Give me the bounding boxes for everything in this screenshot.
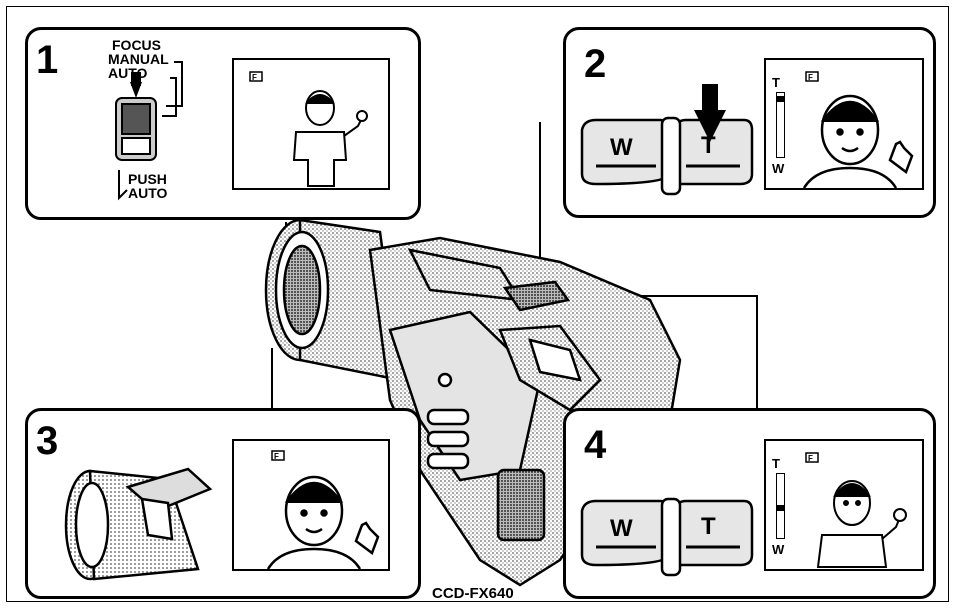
person-figure-icon: F [234, 441, 388, 569]
viewfinder-screen: T W F [764, 439, 924, 571]
svg-text:F: F [808, 454, 813, 463]
step-number: 2 [584, 44, 606, 84]
step-panel-4: 4 W T T W F [563, 408, 936, 599]
step-panel-3: 3 F [25, 408, 421, 599]
wide-key-label: W [610, 136, 633, 160]
svg-text:F: F [274, 452, 279, 461]
step-number: 4 [584, 425, 606, 465]
step-panel-2: 2 W T T W F [563, 27, 936, 218]
tele-key-label: T [701, 134, 716, 158]
model-label: CCD-FX640 [432, 585, 514, 602]
svg-text:F: F [808, 73, 813, 82]
focus-mode-icon: F [250, 72, 262, 82]
focus-switch-icon [100, 54, 190, 174]
focus-mode-icon: F [806, 72, 818, 82]
zoom-lever-icon [576, 80, 756, 200]
focus-ring-icon [58, 459, 218, 589]
step-number: 1 [36, 40, 58, 80]
tele-key-label: T [701, 515, 716, 539]
wide-key-label: W [610, 517, 633, 541]
svg-text:F: F [252, 73, 257, 82]
person-figure-icon: F [766, 441, 922, 569]
viewfinder-screen: F [232, 439, 390, 571]
push-label: PUSH [128, 172, 167, 186]
push-auto-label: AUTO [128, 186, 167, 200]
focus-mode-icon: F [806, 453, 818, 463]
viewfinder-screen: F [232, 58, 390, 190]
step-number: 3 [36, 421, 58, 461]
focus-mode-icon: F [272, 451, 284, 461]
zoom-lever-icon [576, 461, 756, 581]
viewfinder-screen: T W F [764, 58, 924, 190]
person-figure-icon: F [234, 60, 388, 188]
step-panel-1: 1 FOCUS MANUAL AUTO PUSH AUTO F [25, 27, 421, 220]
person-figure-icon: F [766, 60, 922, 188]
focus-label: FOCUS [112, 38, 161, 52]
